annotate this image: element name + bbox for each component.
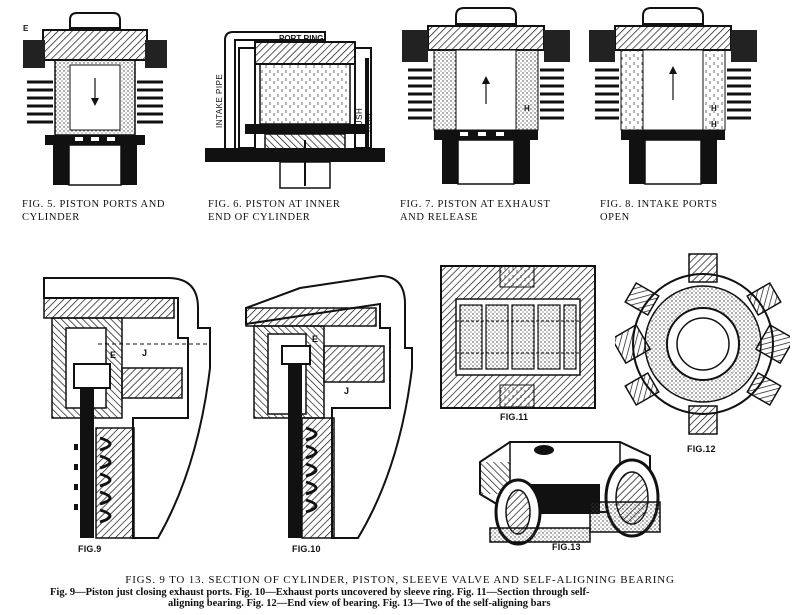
- fig11-bearing-section: FIG.11: [440, 264, 596, 425]
- fig5-caption: FIG. 5. PISTON PORTS AND CYLINDER: [22, 199, 166, 223]
- fig13-label: FIG.13: [552, 542, 581, 552]
- fig9-e-label: E: [110, 350, 117, 360]
- fig13-bars-svg: [479, 441, 661, 546]
- fig12-bearing-svg: [610, 253, 796, 435]
- fig10-j-label: J: [344, 386, 350, 396]
- fig7-cylinder-drawing: H: [398, 4, 573, 190]
- fig8-caption: FIG. 8. INTAKE PORTS OPEN: [600, 199, 718, 223]
- bottom-caption-line-1: Fig. 9—Piston just closing exhaust ports…: [50, 587, 590, 598]
- fig10-e-label: E: [312, 334, 319, 344]
- fig8-cylinder-svg: [589, 7, 757, 185]
- fig7-h-label: H: [524, 104, 530, 113]
- fig6-cylinder-svg: [205, 31, 385, 189]
- bottom-caption-title: FIGS. 9 TO 13. SECTION OF CYLINDER, PIST…: [125, 574, 675, 586]
- fig12-bearing-end-view: FIG.12: [610, 252, 796, 462]
- fig7-cylinder-svg: [402, 7, 570, 185]
- fig8-cylinder-drawing: H H: [585, 4, 760, 190]
- fig5-e-label: E: [23, 24, 29, 33]
- fig9-section-svg: [43, 277, 211, 539]
- fig11-bearing-svg: [440, 264, 596, 409]
- fig10-section-svg: [245, 274, 413, 539]
- fig12-label: FIG.12: [687, 444, 716, 454]
- fig8-h-label-1: H: [711, 104, 717, 113]
- fig10-label: FIG.10: [292, 544, 321, 554]
- fig5-cylinder-svg: [23, 12, 167, 186]
- fig10-section-drawing: E J FIG.10: [240, 268, 420, 558]
- bottom-caption-line-2: aligning bearing. Fig. 12—End view of be…: [168, 598, 551, 609]
- fig6-caption: FIG. 6. PISTON AT INNER END OF CYLINDER: [208, 199, 341, 223]
- fig7-caption: FIG. 7. PISTON AT EXHAUST AND RELEASE: [400, 199, 551, 223]
- fig13-self-aligning-bars: FIG.13: [470, 432, 680, 562]
- fig6-port-ring-label: PORT RING: [279, 34, 324, 43]
- fig6-cylinder-drawing: PORT RING INTAKE PIPE PUSH ROD: [205, 28, 385, 190]
- fig9-j-label: J: [142, 348, 148, 358]
- fig8-h-label-2: H: [711, 120, 717, 129]
- fig9-section-drawing: E J FIG.9: [38, 268, 218, 558]
- fig5-cylinder-drawing: E: [15, 10, 175, 190]
- fig6-intake-pipe-label: INTAKE PIPE: [215, 73, 224, 128]
- fig11-label: FIG.11: [500, 412, 529, 422]
- fig6-push-rod-label: PUSH ROD: [355, 107, 373, 132]
- fig9-label: FIG.9: [78, 544, 102, 554]
